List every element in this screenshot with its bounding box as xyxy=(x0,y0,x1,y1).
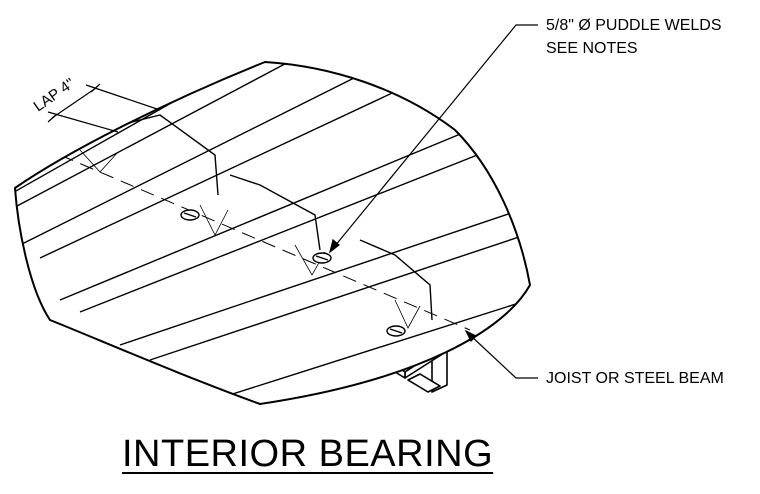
lap-dimension-label: LAP 4" xyxy=(31,75,78,115)
puddle-welds xyxy=(180,209,406,337)
welds-callout-line2: SEE NOTES xyxy=(546,40,638,57)
metal-deck xyxy=(13,60,532,406)
drawing-title: INTERIOR BEARING xyxy=(122,433,494,475)
support-leader xyxy=(464,329,538,379)
lap-dimension xyxy=(47,83,161,133)
welds-leader xyxy=(328,24,538,254)
support-callout: JOIST OR STEEL BEAM xyxy=(546,370,724,387)
welds-callout-line1: 5/8" Ø PUDDLE WELDS xyxy=(546,17,722,34)
